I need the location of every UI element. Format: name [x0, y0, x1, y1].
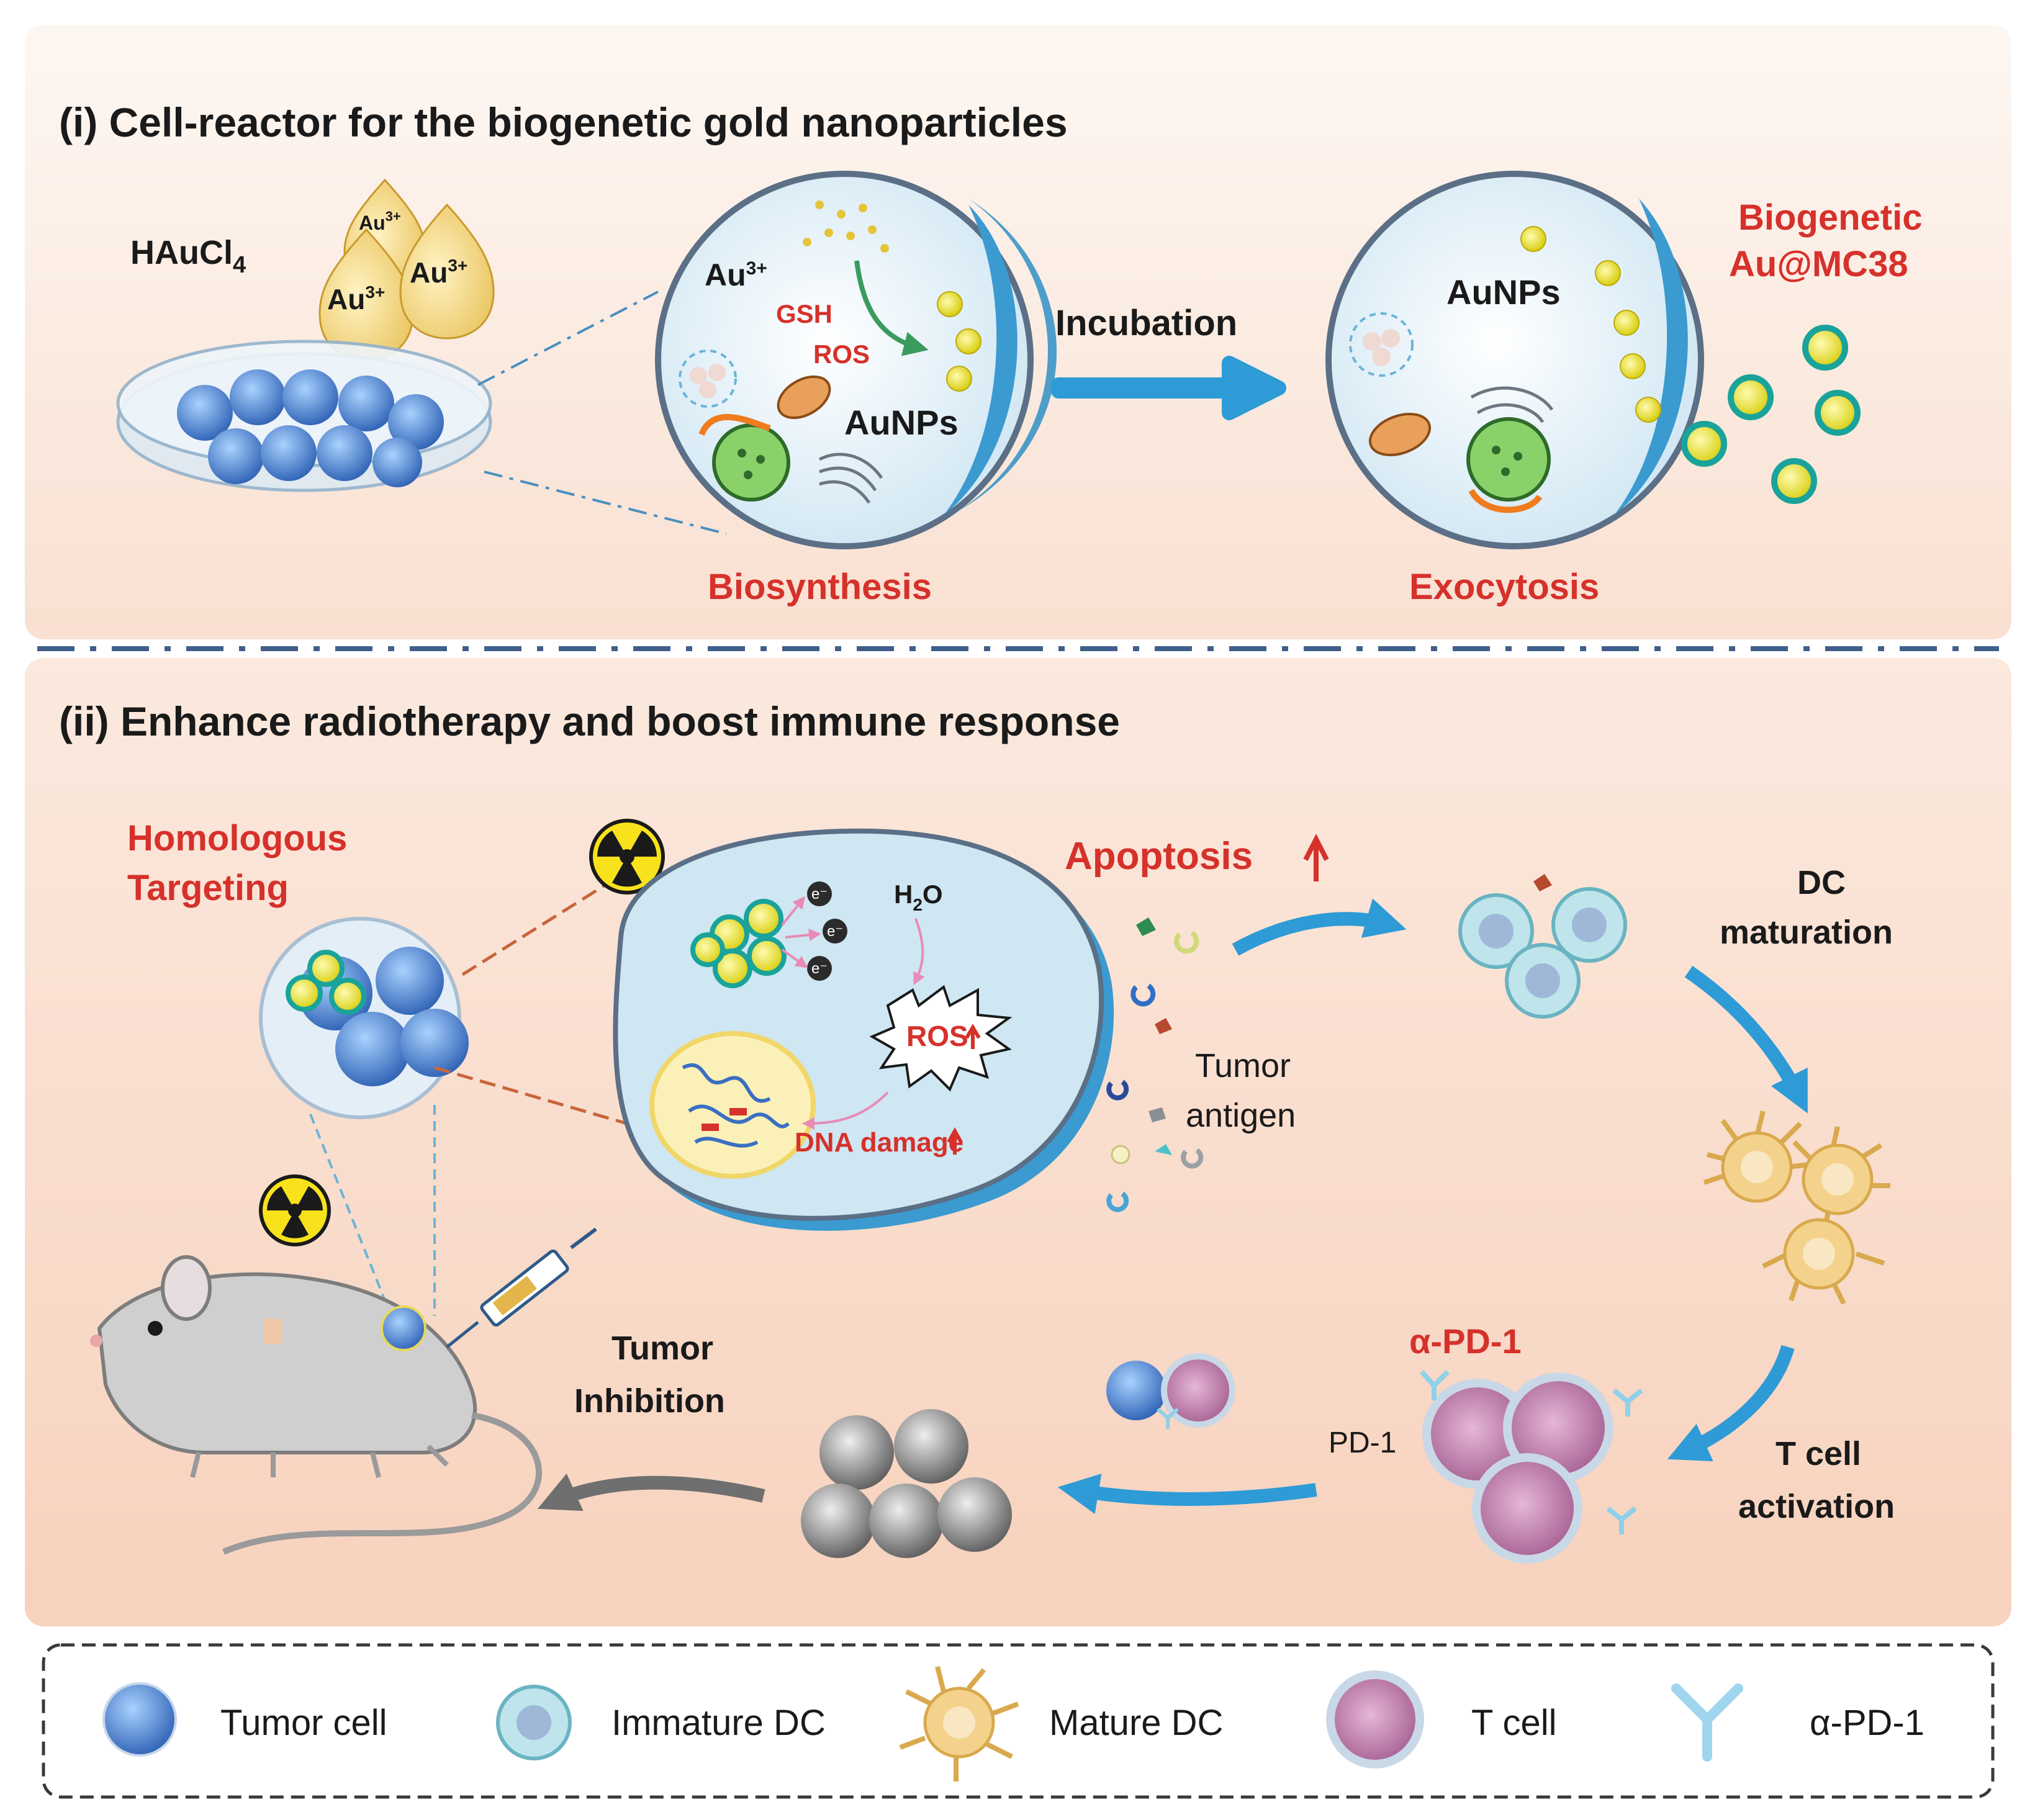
tumor-antigen-fragments [1106, 917, 1204, 1212]
legend-tumor-cell-icon [102, 1682, 177, 1757]
dead-tumor-cells [801, 1409, 1012, 1558]
biogenetic-label-line1: Biogenetic [1738, 197, 1923, 238]
ros-label: ROS [813, 340, 870, 369]
dc-maturation-label-line2: maturation [1720, 914, 1893, 951]
tumor-antigen-label-line1: Tumor [1195, 1047, 1291, 1084]
homologous-label-line2: Targeting [127, 868, 289, 908]
pd1-label: PD-1 [1329, 1426, 1396, 1459]
legend-label-mature-dc: Mature DC [1049, 1703, 1223, 1743]
radiation-icon [259, 1174, 331, 1246]
biosynthesis-caption: Biosynthesis [708, 567, 932, 607]
dish-tumor-cells [177, 369, 444, 487]
legend-anti-pd1-icon [1671, 1683, 1743, 1762]
up-arrow [947, 1127, 963, 1155]
haucl4-label: HAuCl4 [130, 234, 246, 278]
zoom-line [484, 471, 727, 535]
electron-label: e⁻ [811, 886, 828, 903]
gold-ion-drops: Au3+ Au3+ Au3+ [318, 178, 495, 361]
cell1-au-label: Au3+ [705, 258, 767, 292]
flow-arrow [1232, 898, 1407, 956]
mouse-illustration [90, 1255, 542, 1555]
t-cell-activation-label-line1: T cell [1776, 1435, 1861, 1472]
t-cell-cluster [1420, 1370, 1643, 1564]
legend-t-cell-icon [1326, 1670, 1424, 1768]
t-cell-attack [1106, 1353, 1235, 1429]
legend-label-tumor-cell: Tumor cell [220, 1703, 387, 1743]
exocytosis-cell: AuNPs Exocytosis [1325, 171, 1704, 607]
legend-label-t-cell: T cell [1471, 1703, 1557, 1743]
electron-label: e⁻ [827, 923, 843, 940]
legend-label-immature-dc: Immature DC [611, 1703, 826, 1743]
incubation-arrow [1051, 356, 1286, 420]
gold-drop-label: Au3+ [327, 282, 385, 315]
targeting-zoom-circle [259, 917, 469, 1119]
zoom-line [434, 1066, 628, 1125]
petri-dish [116, 340, 492, 492]
irradiated-tumor-cell: e⁻ e⁻ e⁻ H2O ROS DNA damage [613, 828, 1114, 1231]
gold-drop: Au3+ [399, 203, 495, 340]
up-arrow [1303, 834, 1329, 881]
anti-pd1-label: α-PD-1 [1409, 1322, 1522, 1361]
flow-arrow [1667, 1345, 1795, 1462]
legend-immature-dc-icon [496, 1685, 572, 1760]
t-cell-activation-label-line2: activation [1738, 1488, 1895, 1525]
exocytosis-caption: Exocytosis [1409, 567, 1599, 607]
zoom-line [461, 873, 622, 976]
zoom-line [477, 291, 659, 386]
gold-drop-label: Au3+ [410, 256, 467, 289]
ros-up-label: ROS [906, 1020, 968, 1052]
h2o-label: H2O [894, 880, 943, 914]
cell2-aunps-label: AuNPs [1446, 273, 1561, 312]
cell1-aunps-label: AuNPs [844, 403, 959, 442]
tumor-antigen-label-line2: antigen [1186, 1097, 1296, 1134]
gsh-label: GSH [776, 299, 833, 328]
reduction-arrow [854, 260, 929, 356]
aunp-cluster [690, 899, 787, 988]
dc-maturation-label-line1: DC [1797, 864, 1846, 901]
electrons: e⁻ e⁻ e⁻ [807, 881, 847, 981]
tumor-inhibition-label-line2: Inhibition [574, 1382, 725, 1420]
section2-title: (ii) Enhance radiotherapy and boost immu… [59, 698, 1120, 744]
homologous-label-line1: Homologous [127, 818, 347, 858]
tumor-inhibition-label-line1: Tumor [611, 1330, 713, 1367]
legend-label-anti-pd1: α-PD-1 [1810, 1703, 1924, 1743]
immature-dc-cluster [1458, 874, 1627, 1019]
incubation-label: Incubation [1055, 303, 1237, 343]
flow-arrow [1684, 965, 1808, 1114]
mature-dc-cluster [1703, 1110, 1890, 1305]
section1-title: (i) Cell-reactor for the biogenetic gold… [59, 99, 1068, 145]
biosynthesis-cell: Au3+ GSH ROS AuNPs Biosynthesis [655, 171, 1057, 607]
radiation-icon [589, 819, 665, 894]
flow-arrow [1057, 1473, 1317, 1515]
gold-ion-dots [803, 200, 889, 253]
released-nanoparticles [1681, 325, 1861, 504]
up-arrow [965, 1024, 981, 1049]
inhibition-arrow [537, 1473, 765, 1511]
zoom-line [309, 1114, 392, 1317]
electron-label: e⁻ [811, 960, 828, 977]
gold-drop-label: Au3+ [359, 209, 401, 234]
apoptosis-label: Apoptosis [1065, 835, 1253, 878]
syringe-icon [446, 1227, 597, 1348]
dna-damage-label: DNA damage [795, 1127, 963, 1158]
biogenetic-label-line2: Au@MC38 [1729, 244, 1908, 284]
legend-mature-dc-icon [899, 1666, 1019, 1782]
